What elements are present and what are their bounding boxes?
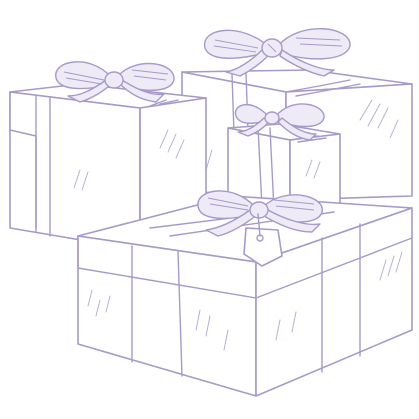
back-right-bow <box>204 27 351 77</box>
front-bow <box>197 190 323 237</box>
back-left-bow <box>55 61 175 103</box>
middle-small-bow <box>234 103 325 141</box>
middle-small-gift-box <box>227 123 341 215</box>
front-gift-box <box>77 195 413 397</box>
gift-tag <box>243 213 283 267</box>
